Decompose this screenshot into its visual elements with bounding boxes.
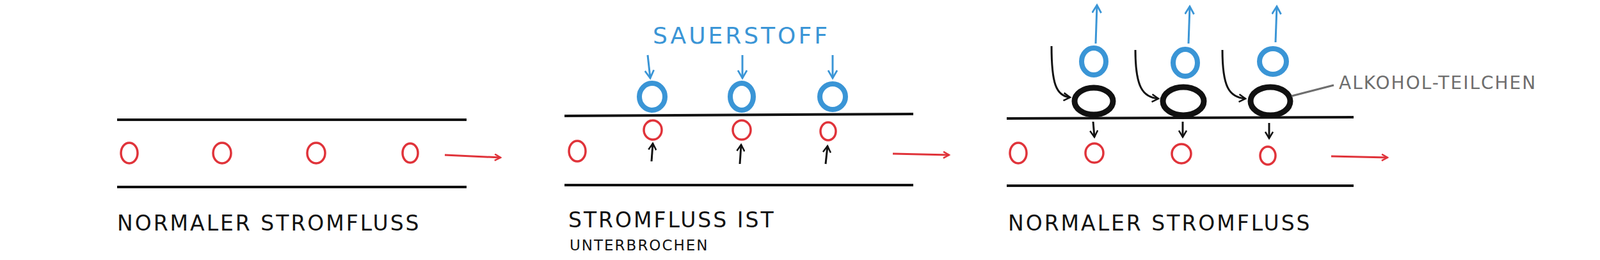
leader-line — [1291, 85, 1334, 96]
black-arrows-up — [651, 143, 828, 164]
panel-caption: STROMFLUSS IST — [568, 209, 776, 231]
red-particles-2 — [568, 120, 950, 162]
oxygen-particles-2 — [639, 83, 846, 111]
panel-caption: UNTERBROCHEN — [569, 238, 710, 253]
oxygen-arrows-up — [1095, 5, 1277, 44]
panel-caption: NORMALER STROMFLUSS — [117, 212, 422, 234]
alcohol-label: ALKOHOL-TEILCHEN — [1338, 74, 1537, 93]
oxygen-particles-3 — [1081, 48, 1287, 77]
alcohol-particles — [1074, 87, 1291, 116]
red-particles-3 — [1009, 142, 1388, 165]
oxygen-arrows-down — [647, 55, 833, 79]
red-particles-1 — [120, 142, 501, 164]
wire-panel-3 — [1006, 117, 1354, 186]
panel-caption: NORMALER STROMFLUSS — [1008, 212, 1312, 234]
wire-panel-1 — [117, 119, 467, 187]
oxygen-label: SAUERSTOFF — [652, 24, 831, 48]
black-arrows — [1051, 46, 1270, 139]
wire-panel-2 — [564, 113, 914, 185]
